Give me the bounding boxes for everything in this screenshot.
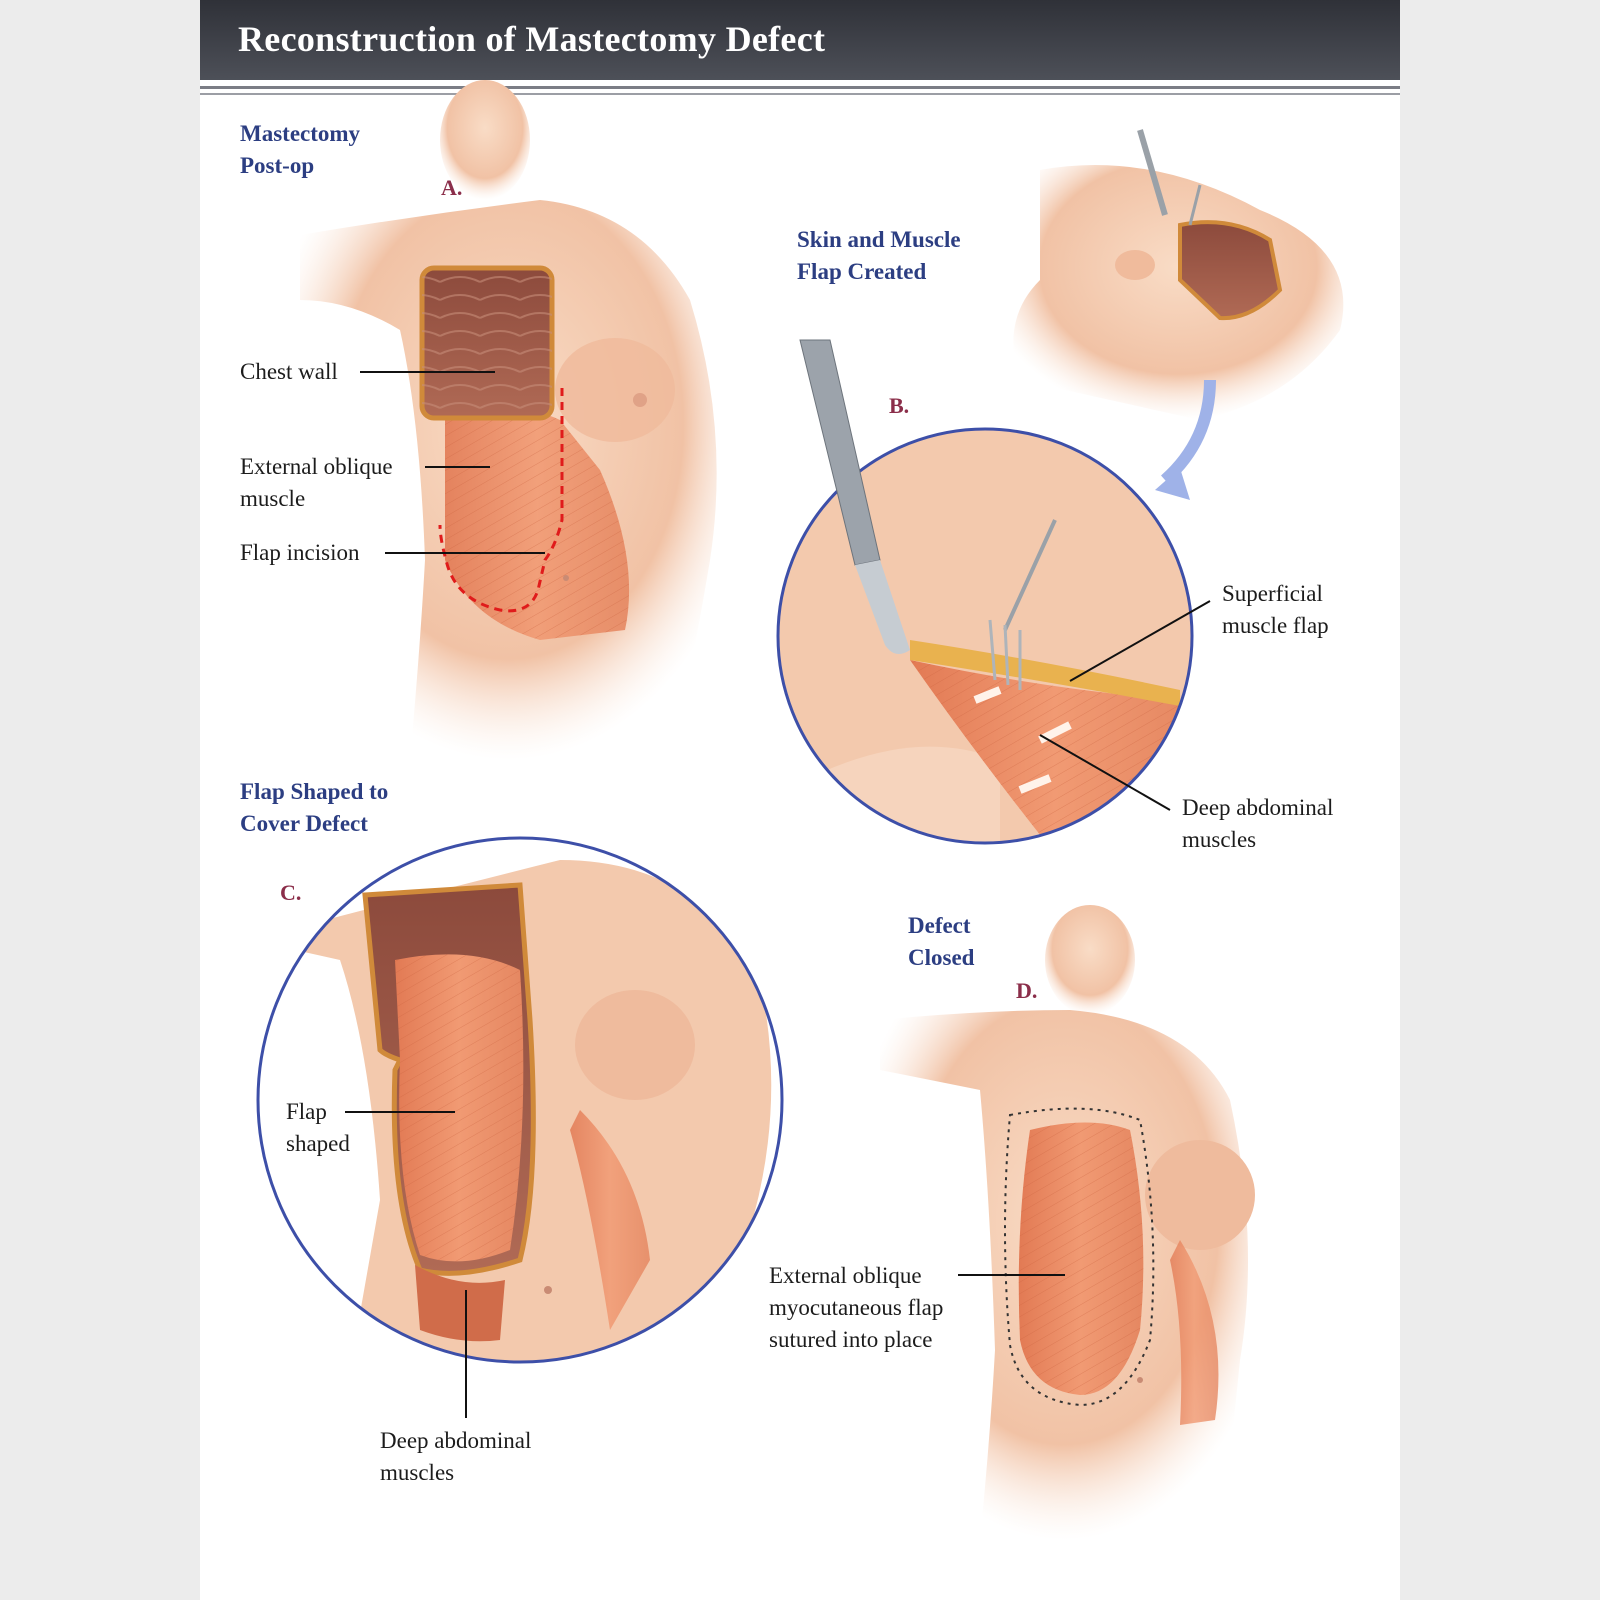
label-deep-abdominal-c: Deep abdominal muscles [380, 1425, 531, 1489]
panel-b-arrow-head [1155, 468, 1190, 500]
panel-c-navel [544, 1286, 552, 1294]
panel-a-heading: Mastectomy Post-op [240, 118, 360, 182]
panel-b-arrow-shaft [1160, 379, 1216, 485]
panel-d-breast [1145, 1140, 1255, 1250]
panel-b-overview-breast [1115, 250, 1155, 280]
page-title: Reconstruction of Mastectomy Defect [238, 19, 826, 59]
label-flap-shaped-line2: shaped [286, 1131, 350, 1156]
label-superficial-line2: muscle flap [1222, 613, 1329, 638]
leader-lines [345, 371, 1211, 1418]
label-sutured-line3: sutured into place [769, 1327, 933, 1352]
label-superficial-line1: Superficial [1222, 581, 1323, 606]
panel-b-overview-forceps [1188, 184, 1202, 226]
panel-d-heading-line2: Closed [908, 945, 975, 970]
panel-b-overview-torso [1013, 165, 1344, 420]
label-flap-incision: Flap incision [240, 540, 360, 565]
panel-b-circle-outline [776, 427, 1194, 845]
panel-d-heading: Defect Closed [908, 910, 974, 974]
panel-b-overview-flap [1178, 220, 1283, 321]
panel-c-side-muscle [570, 1110, 650, 1330]
panel-a-heading-line1: Mastectomy [240, 121, 361, 146]
label-deep-c-line2: muscles [380, 1460, 455, 1485]
panel-a-letter: A. [441, 175, 463, 200]
panel-a-ribs [422, 268, 552, 418]
panel-c-circle-outline [256, 836, 784, 1364]
label-flap-shaped-line1: Flap [286, 1099, 327, 1124]
label-external-oblique-line2: muscle [240, 486, 306, 511]
panel-c-heading: Flap Shaped to Cover Defect [240, 776, 388, 840]
panel-c-deep-muscle [415, 1265, 505, 1342]
panel-b-heading-line1: Skin and Muscle [797, 227, 961, 252]
panel-b-heading-line2: Flap Created [797, 259, 927, 284]
label-deep-b-line2: muscles [1182, 827, 1257, 852]
label-flap-shaped: Flap shaped [286, 1096, 350, 1160]
panel-c-heading-line1: Flap Shaped to [240, 779, 389, 804]
panel-a-illustration [300, 80, 717, 760]
panel-a-nipple [633, 393, 647, 407]
panel-b-fat-layer [910, 640, 1180, 706]
panel-b-heading: Skin and Muscle Flap Created [797, 224, 961, 288]
label-deep-abdominal-b: Deep abdominal muscles [1182, 792, 1333, 856]
panel-a-navel [563, 575, 569, 581]
panel-c-breast [575, 990, 695, 1100]
panel-b-scalpel-blade [855, 560, 910, 654]
label-superficial-flap: Superficial muscle flap [1222, 578, 1329, 642]
panel-b-letter: B. [889, 393, 910, 418]
panel-a-fibers [445, 410, 630, 640]
panel-a-breast [555, 338, 675, 442]
panel-b-forceps-tines [988, 619, 1022, 690]
panel-d-navel [1137, 1377, 1143, 1383]
panel-a-flap-incision-line [438, 388, 564, 613]
panel-b-forceps [1003, 519, 1057, 631]
panel-c-detail [256, 836, 784, 1364]
panel-a-heading-line2: Post-op [240, 153, 315, 178]
label-chest-wall: Chest wall [240, 359, 338, 384]
panel-b-detail [776, 339, 1194, 845]
title-bar: Reconstruction of Mastectomy Defect [200, 0, 1400, 80]
panel-d-sutures [1004, 1107, 1155, 1407]
panel-c-heading-line2: Cover Defect [240, 811, 368, 836]
label-sutured-flap: External oblique myocutaneous flap sutur… [769, 1260, 943, 1356]
panel-d-neck [1045, 905, 1135, 1015]
panel-d-heading-line1: Defect [908, 913, 971, 938]
leader-deep-b [1039, 734, 1171, 811]
panel-a-neck [440, 80, 530, 200]
panel-c-flap-fibers [395, 954, 524, 1262]
label-deep-b-line1: Deep abdominal [1182, 795, 1334, 820]
label-sutured-line2: myocutaneous flap [769, 1295, 944, 1320]
panel-d-side-muscle [1170, 1240, 1219, 1425]
panel-b-overview-scalpel [1137, 129, 1168, 216]
title-rule [200, 86, 1400, 89]
label-external-oblique-line1: External oblique [240, 454, 393, 479]
label-sutured-line1: External oblique [769, 1263, 922, 1288]
title-rule-thin [200, 93, 1400, 95]
panel-c-letter: C. [280, 880, 302, 905]
panel-d-flap-fibers [1018, 1122, 1144, 1395]
label-deep-c-line1: Deep abdominal [380, 1428, 532, 1453]
label-external-oblique: External oblique muscle [240, 451, 393, 515]
panel-d-letter: D. [1016, 978, 1038, 1003]
panel-d-illustration [880, 905, 1255, 1540]
panel-b-overview [1013, 129, 1344, 500]
leader-superficial [1069, 600, 1211, 682]
